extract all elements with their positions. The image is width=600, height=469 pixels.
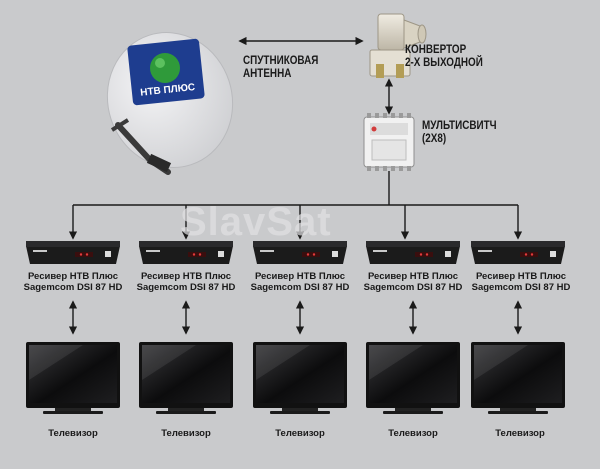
tv-icon <box>471 342 565 414</box>
receiver-label: Ресивер НТВ Плюс Sagemcom DSI 87 HD <box>131 271 241 294</box>
multiswitch-icon <box>363 113 415 171</box>
receiver-label: Ресивер НТВ Плюс Sagemcom DSI 87 HD <box>466 271 576 294</box>
receiver-label-line2: Sagemcom DSI 87 HD <box>250 282 350 294</box>
tv-label: Телевизор <box>495 428 545 439</box>
receiver-label-line1: Ресивер НТВ Плюс <box>254 271 346 282</box>
receiver-icon <box>26 241 120 264</box>
distribution-lines <box>68 171 523 240</box>
converter-label: КОНВЕРТОР 2-Х ВЫХОДНОЙ <box>405 44 483 70</box>
tv-icon <box>26 342 120 414</box>
receiver-label-line1: Ресивер НТВ Плюс <box>367 271 459 282</box>
receiver-label-line2: Sagemcom DSI 87 HD <box>136 282 236 294</box>
receiver-icon <box>139 241 233 264</box>
satellite-dish-icon: НТВ ПЛЮС <box>106 32 234 175</box>
receiver-icon <box>471 241 565 264</box>
antenna-label: СПУТНИКОВАЯ АНТЕННА <box>243 55 318 81</box>
watermark-text: SlavSat <box>180 200 332 244</box>
tv-label: Телевизор <box>275 428 325 439</box>
antenna-label-line2: АНТЕННА <box>243 68 292 81</box>
receiver-label: Ресивер НТВ Плюс Sagemcom DSI 87 HD <box>18 271 128 294</box>
tv-label: Телевизор <box>161 428 211 439</box>
antenna-label-line1: СПУТНИКОВАЯ <box>243 55 319 67</box>
tv-icon <box>139 342 233 414</box>
multiswitch-label: МУЛЬТИСВИТЧ (2X8) <box>422 120 497 146</box>
receiver-label-line2: Sagemcom DSI 87 HD <box>23 282 123 294</box>
receiver-icon <box>253 241 347 264</box>
receiver-label: Ресивер НТВ Плюс Sagemcom DSI 87 HD <box>358 271 468 294</box>
receiver-label-line2: Sagemcom DSI 87 HD <box>471 282 571 294</box>
multiswitch-label-line2: (2X8) <box>422 133 447 146</box>
tv-label: Телевизор <box>48 428 98 439</box>
receiver-tv-links <box>68 300 523 335</box>
converter-label-line2: 2-Х ВЫХОДНОЙ <box>405 57 483 70</box>
tv-icon <box>253 342 347 414</box>
receiver-label: Ресивер НТВ Плюс Sagemcom DSI 87 HD <box>245 271 355 294</box>
lnb-converter-icon <box>369 13 427 78</box>
receiver-label-line1: Ресивер НТВ Плюс <box>140 271 232 282</box>
receiver-label-line2: Sagemcom DSI 87 HD <box>363 282 463 294</box>
tv-icon <box>366 342 460 414</box>
receiver-icon <box>366 241 460 264</box>
converter-label-line1: КОНВЕРТОР <box>405 44 467 56</box>
tv-label: Телевизор <box>388 428 438 439</box>
receiver-label-line1: Ресивер НТВ Плюс <box>27 271 119 282</box>
receiver-label-line1: Ресивер НТВ Плюс <box>475 271 567 282</box>
multiswitch-label-line1: МУЛЬТИСВИТЧ <box>422 120 497 132</box>
